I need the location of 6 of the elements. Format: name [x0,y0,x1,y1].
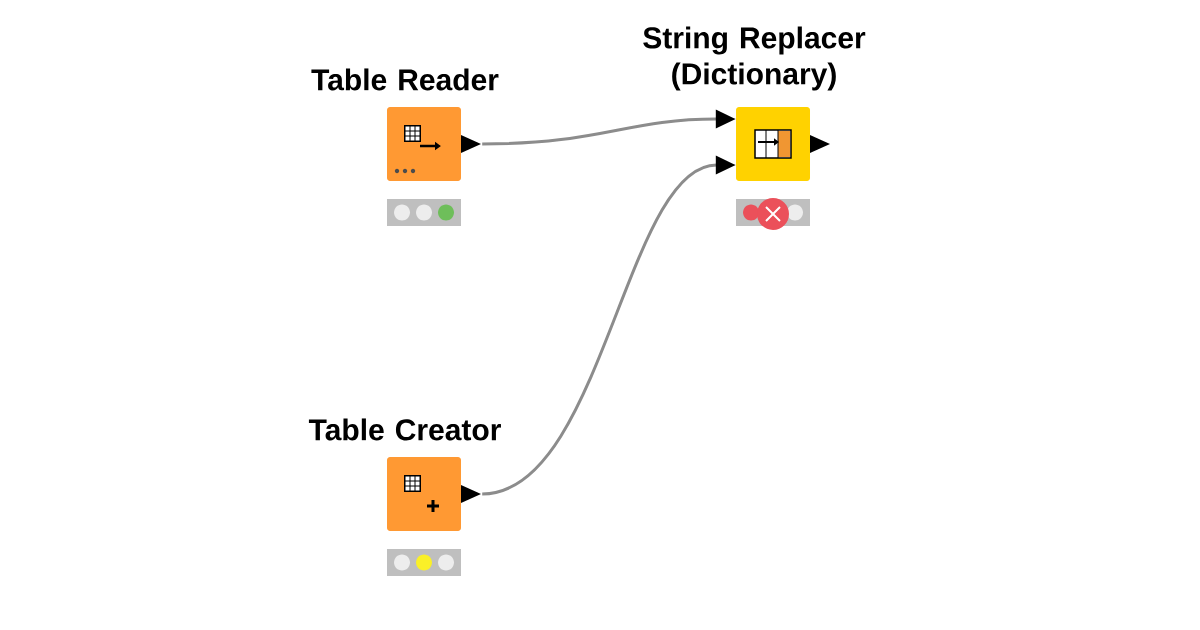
node-label: String Replacer (Dictionary) [643,26,866,91]
node-label: Table Reader [311,68,499,91]
workflow-node: Table Creator [308,418,501,576]
workflow-node: Table Reader [311,68,499,226]
node-label: Table Creator [308,418,501,441]
workflow-node: String Replacer (Dictionary) [643,26,866,230]
